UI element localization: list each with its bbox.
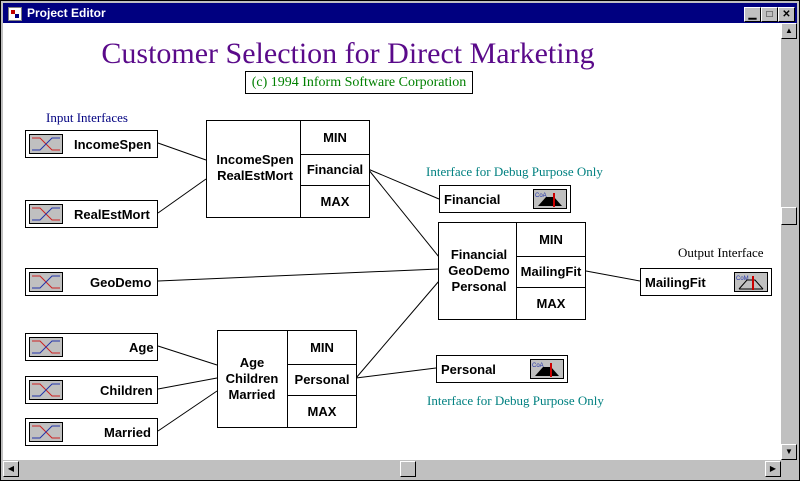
- rule-block-inputs: Age Children Married: [220, 355, 284, 403]
- connector-mailingfit-output: [585, 270, 641, 282]
- input-interface-geodemo[interactable]: GeoDemo: [25, 268, 158, 296]
- max-operator-cell: MAX: [300, 186, 369, 217]
- scroll-right-button[interactable]: ▶: [765, 461, 781, 477]
- rule-input-label: Age: [239, 355, 265, 370]
- input-label: GeoDemo: [90, 275, 152, 290]
- output-label: MailingFit: [645, 275, 706, 290]
- fuzzy-membership-icon: [29, 204, 63, 224]
- fuzzy-membership-icon: [29, 337, 63, 357]
- rule-output-cell: MailingFit: [516, 256, 585, 288]
- input-interface-married[interactable]: Married: [25, 418, 158, 446]
- debug-interface-personal[interactable]: Personal CoA: [436, 355, 568, 383]
- rule-input-label: Personal: [451, 279, 507, 294]
- connector-realestmort: [157, 178, 207, 214]
- fuzzy-membership-icon: [29, 272, 63, 292]
- horizontal-scrollbar[interactable]: ◀ ▶: [3, 460, 781, 478]
- rule-input-label: IncomeSpen: [216, 152, 294, 167]
- input-label: RealEstMort: [74, 207, 150, 222]
- rule-input-label: Financial: [450, 247, 508, 262]
- connector-personal-mailingfit: [355, 280, 440, 379]
- min-operator-cell: MIN: [287, 331, 356, 364]
- connector-married: [157, 390, 218, 432]
- window-title: Project Editor: [27, 6, 106, 20]
- vertical-scroll-thumb[interactable]: [781, 207, 797, 225]
- arrow-down-icon: ▼: [785, 447, 793, 456]
- rule-block-personal[interactable]: Age Children Married MIN Personal MAX: [217, 330, 357, 428]
- arrow-up-icon: ▲: [785, 26, 793, 35]
- min-operator-cell: MIN: [516, 223, 585, 256]
- rule-output-cell: Financial: [300, 154, 369, 186]
- debug-interface-financial[interactable]: Financial CoA: [439, 185, 571, 213]
- maximize-icon: □: [766, 9, 773, 20]
- output-interface-caption: Output Interface: [678, 245, 764, 260]
- input-label: Married: [104, 425, 151, 440]
- defuzzify-icon: CoA: [530, 359, 564, 379]
- rule-block-financial[interactable]: IncomeSpen RealEstMort MIN Financial MAX: [206, 120, 370, 218]
- connector-geodemo: [157, 268, 440, 282]
- svg-text:CoM: CoM: [736, 276, 749, 282]
- close-icon: ✕: [782, 9, 791, 20]
- rule-input-label: GeoDemo: [448, 263, 510, 278]
- diagram-canvas[interactable]: Customer Selection for Direct Marketing …: [3, 23, 781, 460]
- svg-text:CoA: CoA: [535, 193, 547, 199]
- input-label: Age: [129, 340, 154, 355]
- arrow-left-icon: ◀: [7, 464, 15, 473]
- max-operator-cell: MAX: [287, 396, 356, 427]
- debug-caption-top: Interface for Debug Purpose Only: [426, 164, 603, 179]
- arrow-right-icon: ▶: [769, 464, 777, 473]
- title-bar[interactable]: Project Editor ▁ □ ✕: [3, 3, 797, 23]
- minimize-button[interactable]: ▁: [744, 7, 761, 22]
- rule-input-label: RealEstMort: [217, 168, 293, 183]
- input-interface-age[interactable]: Age: [25, 333, 158, 361]
- debug-output-label: Personal: [441, 362, 496, 377]
- minimize-icon: ▁: [748, 9, 757, 20]
- svg-text:CoA: CoA: [532, 363, 544, 369]
- connection-lines: [157, 142, 641, 432]
- maximize-button[interactable]: □: [761, 7, 778, 22]
- defuzzify-output-icon: CoM: [734, 272, 768, 292]
- scrollbar-corner: [781, 460, 797, 478]
- input-interface-children[interactable]: Children: [25, 376, 158, 404]
- defuzzify-icon: CoA: [533, 189, 567, 209]
- input-interface-incomespen[interactable]: IncomeSpen: [25, 130, 158, 158]
- scroll-left-button[interactable]: ◀: [3, 461, 19, 477]
- connector-personal-debug: [355, 367, 437, 379]
- rule-input-label: Children: [225, 371, 279, 386]
- rule-input-label: Married: [228, 387, 276, 402]
- output-interface-mailingfit[interactable]: MailingFit CoM: [640, 268, 772, 296]
- rule-block-inputs: IncomeSpen RealEstMort: [211, 152, 299, 184]
- debug-caption-bottom: Interface for Debug Purpose Only: [427, 393, 604, 408]
- fuzzy-membership-icon: [29, 380, 63, 400]
- fuzzy-membership-icon: [29, 134, 63, 154]
- input-label: Children: [100, 383, 153, 398]
- connector-financial-mailingfit: [367, 168, 440, 258]
- debug-output-label: Financial: [444, 192, 501, 207]
- vertical-scrollbar[interactable]: ▲ ▼: [781, 23, 797, 460]
- input-interface-realestmort[interactable]: RealEstMort: [25, 200, 158, 228]
- connector-children: [157, 377, 218, 390]
- connector-financial-debug: [367, 168, 440, 200]
- close-button[interactable]: ✕: [778, 7, 795, 22]
- rule-block-inputs: Financial GeoDemo Personal: [443, 247, 515, 295]
- horizontal-scroll-thumb[interactable]: [400, 461, 416, 477]
- min-operator-cell: MIN: [300, 121, 369, 154]
- app-icon[interactable]: [8, 7, 22, 21]
- connector-age: [157, 345, 218, 366]
- rule-block-mailingfit[interactable]: Financial GeoDemo Personal MIN MailingFi…: [438, 222, 586, 320]
- diagram-title: Customer Selection for Direct Marketing: [101, 37, 595, 70]
- fuzzy-membership-icon: [29, 422, 63, 442]
- max-operator-cell: MAX: [516, 288, 585, 319]
- input-interfaces-caption: Input Interfaces: [46, 110, 128, 125]
- copyright-box: (c) 1994 Inform Software Corporation: [245, 71, 473, 94]
- connector-incomespen: [157, 142, 207, 161]
- rule-output-cell: Personal: [287, 364, 356, 396]
- scroll-up-button[interactable]: ▲: [781, 23, 797, 39]
- scroll-down-button[interactable]: ▼: [781, 444, 797, 460]
- input-label: IncomeSpen: [74, 137, 152, 152]
